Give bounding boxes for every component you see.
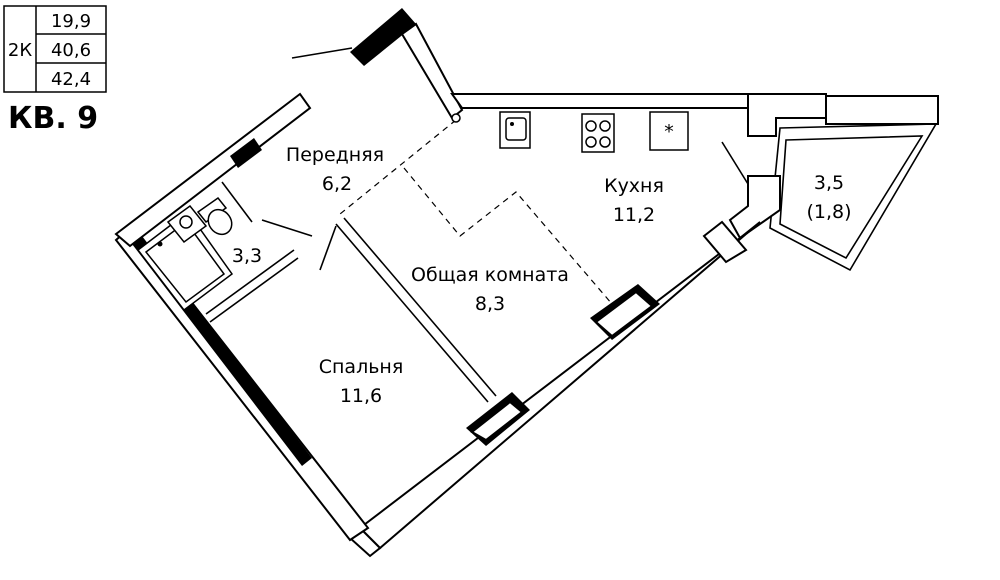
stove-icon xyxy=(581,113,615,153)
fridge-symbol: * xyxy=(664,121,674,143)
apartment-title: КВ. 9 xyxy=(8,101,98,136)
bedroom-name: Спальня xyxy=(319,356,404,378)
riser-icon xyxy=(451,113,461,123)
fridge-icon: * xyxy=(649,111,689,151)
hall-name: Передняя xyxy=(286,144,384,166)
total-area-value: 40,6 xyxy=(51,40,91,61)
bedroom-area: 11,6 xyxy=(340,385,382,407)
bathtub-icon xyxy=(136,210,234,312)
apartment-info-table: 2К 19,9 40,6 42,4 xyxy=(3,5,107,93)
bathroom-area: 3,3 xyxy=(232,245,262,267)
kitchen-sink-icon xyxy=(499,111,531,149)
total-area-with-balcony-value: 42,4 xyxy=(51,69,91,90)
room-labels: Передняя 6,2 3,3 Кухня 11,2 3,5 (1,8) Об… xyxy=(232,144,852,407)
hall-area: 6,2 xyxy=(322,173,352,195)
balcony-area-reduced: (1,8) xyxy=(806,201,851,223)
sink-icon xyxy=(166,204,208,244)
kitchen-name: Кухня xyxy=(604,175,664,197)
partitions xyxy=(205,119,749,403)
apartment-type: 2К xyxy=(8,40,32,61)
living-room-name: Общая комната xyxy=(411,264,569,286)
toilet-icon xyxy=(196,196,233,236)
living-room-area: 8,3 xyxy=(475,293,505,315)
kitchen-area: 11,2 xyxy=(613,204,655,226)
balcony-area: 3,5 xyxy=(814,172,844,194)
living-area-value: 19,9 xyxy=(51,11,91,32)
fixtures: * xyxy=(136,111,689,312)
